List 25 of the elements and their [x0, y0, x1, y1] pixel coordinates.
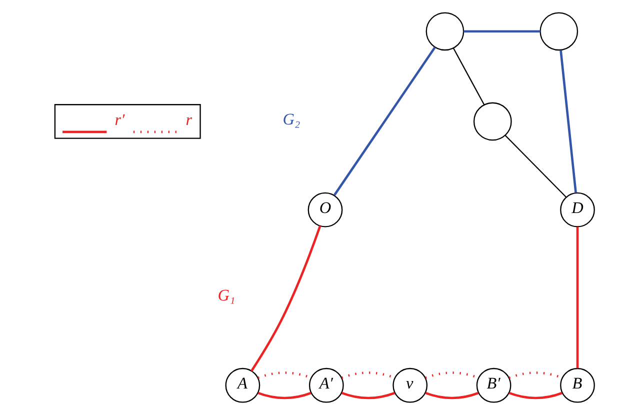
- connector: [463, 30, 540, 33]
- node-circle: [539, 12, 578, 51]
- node-circle: B′: [476, 368, 511, 403]
- label: G₂: [282, 110, 300, 129]
- connector: [257, 392, 311, 400]
- connector: [452, 48, 484, 106]
- connector: [340, 392, 394, 400]
- connector: [333, 46, 436, 196]
- connector: [576, 226, 578, 368]
- node-circle: D: [560, 192, 594, 228]
- connector: [508, 392, 562, 400]
- connector: [424, 392, 478, 400]
- node-circle: O: [307, 192, 342, 228]
- node-circle: [472, 102, 512, 141]
- node-circle: B: [560, 368, 594, 403]
- connector: [504, 134, 566, 198]
- label: G₁: [217, 286, 235, 305]
- legend-label: r′: [114, 111, 124, 130]
- connector: [250, 226, 321, 372]
- node-circle: A: [224, 368, 260, 403]
- node-circle: A′: [308, 368, 344, 403]
- legend-label: r: [185, 111, 192, 130]
- node-circle: v: [392, 368, 428, 403]
- connector: [559, 50, 576, 193]
- node-circle: [425, 12, 464, 51]
